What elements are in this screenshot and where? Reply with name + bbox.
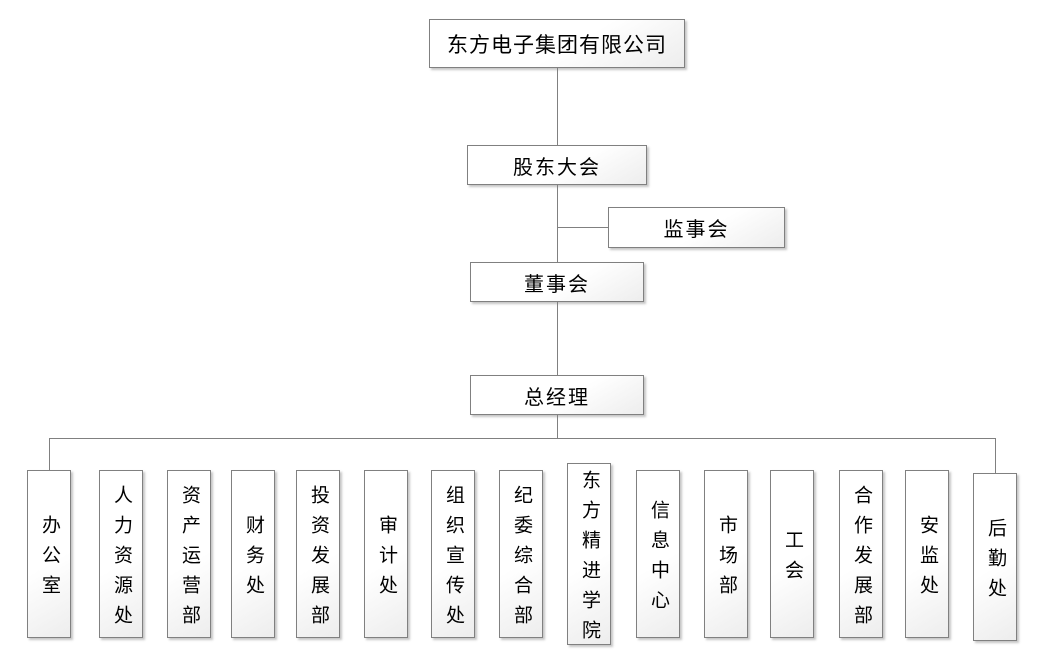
department-label: 财务处 xyxy=(243,514,264,605)
department-box-renliziyuanchu: 人力资源处 xyxy=(99,470,143,638)
board-of-directors-label: 董事会 xyxy=(524,273,590,296)
department-box-shenjichu: 审计处 xyxy=(364,470,408,638)
department-label: 组织宣传处 xyxy=(443,484,464,635)
connector-rail-left-stub xyxy=(49,438,50,470)
connector-rail-right-stub xyxy=(995,438,996,473)
department-label: 办公室 xyxy=(39,514,60,605)
department-box-zichanyunyingbu: 资产运营部 xyxy=(167,470,211,638)
company-root-label: 东方电子集团有限公司 xyxy=(447,32,667,57)
connector-root-to-shareholders xyxy=(557,68,558,145)
department-label: 市场部 xyxy=(716,514,737,605)
department-label: 安监处 xyxy=(917,514,938,605)
department-label: 资产运营部 xyxy=(179,484,200,635)
department-label: 纪委综合部 xyxy=(511,484,532,635)
shareholders-meeting-label: 股东大会 xyxy=(513,156,601,179)
department-box-xinxizhongxin: 信息中心 xyxy=(636,470,680,638)
department-box-houqinchu: 后勤处 xyxy=(973,473,1017,641)
department-label: 人力资源处 xyxy=(111,484,132,635)
department-box-zuzhixuanchuanchu: 组织宣传处 xyxy=(431,470,475,638)
department-box-shichangbu: 市场部 xyxy=(704,470,748,638)
department-label: 信息中心 xyxy=(648,499,669,620)
connector-branch-to-supervisory xyxy=(557,227,608,228)
board-of-directors-box: 董事会 xyxy=(470,262,644,302)
department-label: 东方精进学院 xyxy=(579,469,600,650)
supervisory-board-box: 监事会 xyxy=(608,207,785,248)
department-box-hezuofazhanbu: 合作发展部 xyxy=(839,470,883,638)
department-label: 合作发展部 xyxy=(851,484,872,635)
connector-shareholders-to-board xyxy=(557,185,558,262)
department-box-gonghui: 工会 xyxy=(770,470,814,638)
department-label: 审计处 xyxy=(376,514,397,605)
department-box-bangongshi: 办公室 xyxy=(27,470,71,638)
department-label: 投资发展部 xyxy=(308,484,329,635)
department-box-dongfangjingjinxueyuan: 东方精进学院 xyxy=(567,463,611,650)
general-manager-box: 总经理 xyxy=(470,375,644,415)
department-box-touzifazhanbu: 投资发展部 xyxy=(296,470,340,638)
department-box-caiwuchu: 财务处 xyxy=(231,470,275,638)
department-box-jiweizonghebu: 纪委综合部 xyxy=(499,470,543,638)
department-label: 后勤处 xyxy=(985,517,1006,608)
connector-board-to-gm xyxy=(557,302,558,375)
connector-gm-to-rail xyxy=(557,415,558,439)
company-root-box: 东方电子集团有限公司 xyxy=(429,19,685,68)
general-manager-label: 总经理 xyxy=(524,386,590,409)
connector-department-rail xyxy=(49,438,996,439)
department-label: 工会 xyxy=(782,529,803,590)
supervisory-board-label: 监事会 xyxy=(663,219,730,241)
shareholders-meeting-box: 股东大会 xyxy=(467,145,647,185)
department-box-anjianchu: 安监处 xyxy=(905,470,949,638)
